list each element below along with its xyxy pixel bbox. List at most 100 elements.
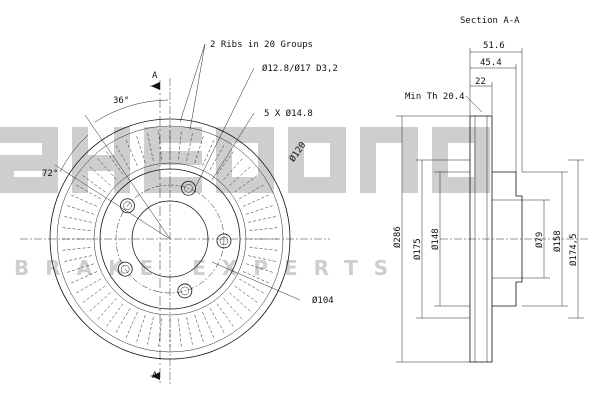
disc-profile <box>440 115 590 363</box>
vent-rib <box>239 278 266 295</box>
bolt-hole <box>181 180 196 196</box>
dia-175-label: Ø175 <box>412 238 423 260</box>
bolt-note-leader <box>211 112 255 181</box>
bolt-holes <box>117 180 232 299</box>
angle-72-label: 72° <box>42 169 58 179</box>
vent-rib <box>80 174 106 193</box>
vent-rib <box>69 271 98 284</box>
min-thickness-leader <box>465 95 483 113</box>
vent-rib <box>105 303 124 329</box>
section-view: Section A-A 51.6 45.4 22 Min Th 20.4 Ø28… <box>392 16 590 363</box>
outer-dia-label: Ø286 <box>392 226 403 248</box>
pcd-circle <box>115 184 225 294</box>
bolt-hole <box>216 233 232 249</box>
vent-rib <box>248 255 278 263</box>
vent-rib <box>216 149 235 175</box>
vent-rib <box>216 303 235 329</box>
vent-rib <box>60 247 91 251</box>
vent-rib <box>125 138 138 167</box>
vent-rib <box>62 215 92 223</box>
dia-158-label: Ø158 <box>552 230 563 252</box>
vent-rib <box>146 131 154 161</box>
inner-vent-circle <box>93 162 247 316</box>
vent-rib <box>234 285 260 304</box>
vent-rib <box>105 149 124 175</box>
outer-disc-circle <box>49 118 291 360</box>
vent-rib <box>229 292 252 313</box>
hat-width-label: 45.4 <box>480 58 502 68</box>
vent-rib <box>114 308 131 335</box>
vent-rib <box>246 204 275 215</box>
section-marker-bottom: A <box>152 371 158 381</box>
vent-rib <box>242 194 271 207</box>
bolt-hole <box>184 184 193 193</box>
vent-rib <box>88 292 111 313</box>
bolt-hole <box>120 198 135 214</box>
vent-rib <box>135 315 146 344</box>
angle-ray-36 <box>84 114 171 240</box>
vent-rib <box>88 165 111 186</box>
vent-rib <box>60 227 91 231</box>
vent-rib <box>249 247 280 251</box>
bolt-hole <box>117 261 133 277</box>
min-thickness-label: Min Th 20.4 <box>405 92 465 102</box>
section-title: Section A-A <box>460 16 520 26</box>
vent-rib <box>114 143 131 170</box>
dia-79-label: Ø79 <box>534 232 545 248</box>
bolt-hole <box>219 236 229 246</box>
vent-rib <box>209 308 226 335</box>
angle-ray-72 <box>54 164 171 240</box>
vent-rib <box>229 165 252 186</box>
vent-rib <box>65 263 94 274</box>
outer-vent-circle <box>56 125 284 353</box>
vent-rib <box>234 174 260 193</box>
ribs-leader-2 <box>179 43 206 123</box>
vent-rib <box>239 183 266 200</box>
hat-circle <box>99 168 241 310</box>
center-bore-leader <box>211 261 301 301</box>
angle-36-arc <box>94 99 169 123</box>
vent-rib <box>96 157 117 180</box>
bolt-hole <box>123 201 132 210</box>
vent-rib <box>223 298 244 321</box>
hole-note: Ø12.8/Ø17 D3,2 <box>262 63 338 74</box>
vent-ribs <box>60 129 280 349</box>
dia-174-5-label: Ø174,5 <box>568 233 579 266</box>
vent-rib <box>178 318 182 349</box>
vent-rib <box>135 134 146 163</box>
vent-rib <box>242 271 271 284</box>
bolt-hole <box>180 286 190 296</box>
vent-rib <box>158 129 162 160</box>
vent-rib <box>186 317 194 347</box>
center-bore-circle <box>131 200 209 278</box>
vent-rib <box>74 278 101 295</box>
section-marker-top: A <box>152 71 158 81</box>
front-view: A A 36° 72° 2 Ribs in 20 Groups Ø12.8/Ø1… <box>20 40 338 385</box>
vent-rib <box>96 298 117 321</box>
vent-rib <box>80 285 106 304</box>
vent-rib <box>146 317 154 347</box>
dia-148-label: Ø148 <box>430 228 441 250</box>
vent-rib <box>178 129 182 160</box>
vent-rib <box>209 143 226 170</box>
vent-rib <box>62 255 92 263</box>
angle-36-label: 36° <box>113 96 129 106</box>
brand-tagline: BRAKE EXPERTS <box>14 256 404 280</box>
bolt-hole <box>177 283 193 299</box>
bolt-note: 5 X Ø14.8 <box>264 108 313 119</box>
ribs-leader-1 <box>189 43 206 131</box>
vent-rib <box>69 194 98 207</box>
vent-rib <box>194 134 205 163</box>
vent-rib <box>223 157 244 180</box>
angle-72-arc <box>59 134 89 173</box>
vent-rib <box>194 315 205 344</box>
vent-rib <box>186 131 194 161</box>
vent-rib <box>65 204 94 215</box>
overall-width-label: 51.6 <box>483 41 505 51</box>
hole-note-leader <box>195 67 255 187</box>
vent-rib <box>249 227 280 231</box>
vent-rib <box>125 311 138 340</box>
disc-thickness-label: 22 <box>475 77 486 87</box>
vent-rib <box>202 138 215 167</box>
bolt-hole <box>120 264 130 274</box>
